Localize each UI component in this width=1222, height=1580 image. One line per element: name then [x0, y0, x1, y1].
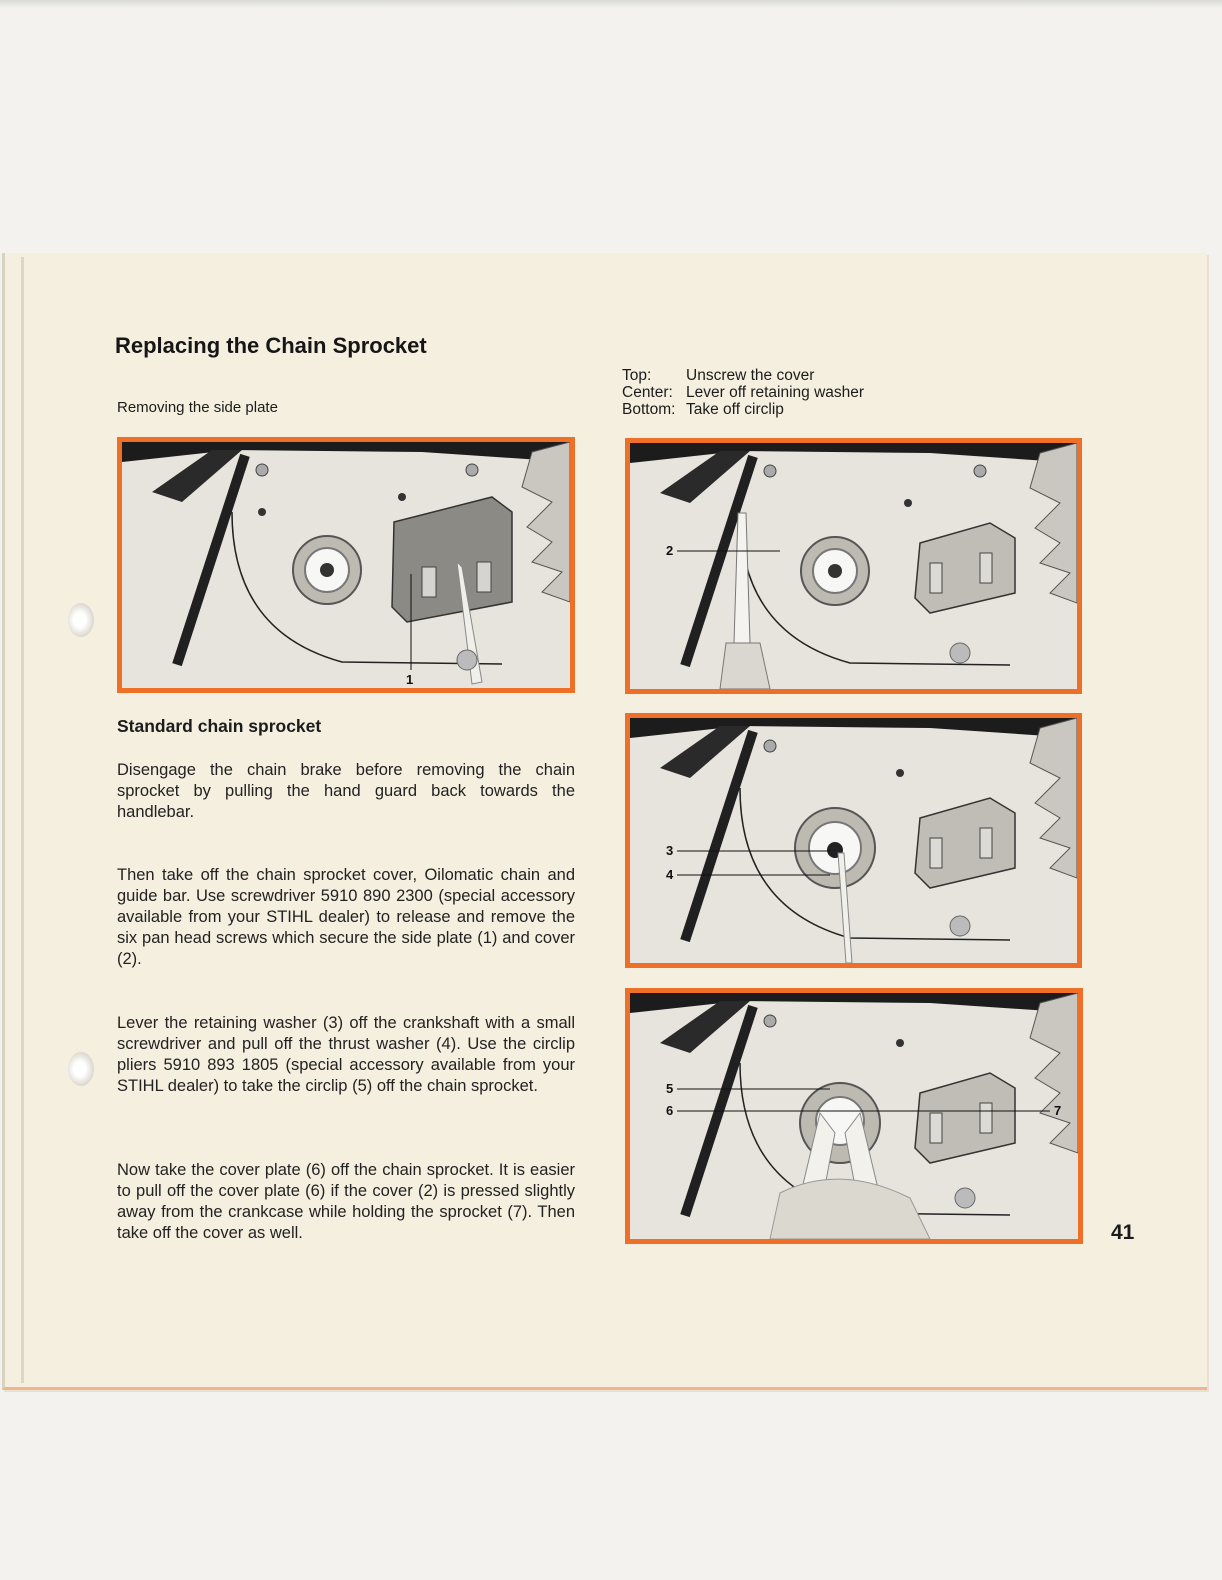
binder-hole-upper	[68, 603, 94, 637]
paragraph-cover-plate: Now take the cover plate (6) off the cha…	[117, 1161, 575, 1242]
scan-top-edge	[0, 0, 1222, 8]
photo-unscrew-cover: 2	[630, 443, 1077, 689]
caption-text: Lever off retaining washer	[686, 384, 865, 401]
caption-key: Center:	[622, 384, 673, 401]
callout-4: 4	[666, 867, 674, 882]
paragraph-chain-brake: Disengage the chain brake before removin…	[117, 761, 575, 821]
paragraph-retaining-washer: Lever the retaining washer (3) off the c…	[117, 1014, 575, 1095]
callout-1: 1	[406, 672, 413, 687]
callout-7: 7	[1054, 1103, 1061, 1118]
caption-center: Center: Lever off retaining washer	[622, 384, 864, 401]
binder-hole-lower	[68, 1052, 94, 1086]
figure-retaining-washer: 3 4	[625, 713, 1082, 968]
callout-2: 2	[666, 543, 673, 558]
caption-bottom: Bottom: Take off circlip	[622, 401, 864, 418]
page-title: Replacing the Chain Sprocket	[115, 333, 427, 358]
callout-5: 5	[666, 1081, 673, 1096]
callout-3: 3	[666, 843, 673, 858]
photo-retaining-washer: 3 4	[630, 718, 1077, 963]
photo-circlip: 5 6 7	[630, 993, 1078, 1239]
figure-captions-right: Top: Unscrew the cover Center: Lever off…	[622, 367, 864, 418]
section-heading: Standard chain sprocket	[117, 716, 322, 736]
caption-key: Top:	[622, 367, 652, 384]
page-number: 41	[1111, 1221, 1135, 1244]
figure-circlip: 5 6 7	[625, 988, 1083, 1244]
callout-6: 6	[666, 1103, 673, 1118]
figure-caption-side-plate: Removing the side plate	[117, 399, 278, 416]
caption-top: Top: Unscrew the cover	[622, 367, 864, 384]
paragraph-side-plate: Then take off the chain sprocket cover, …	[117, 866, 575, 968]
page-binding-fold	[21, 257, 24, 1383]
figure-unscrew-cover: 2	[625, 438, 1082, 694]
photo-side-plate: 1	[122, 442, 570, 688]
caption-text: Take off circlip	[686, 401, 784, 418]
figure-side-plate: 1	[117, 437, 575, 693]
caption-text: Unscrew the cover	[686, 367, 815, 384]
caption-key: Bottom:	[622, 401, 676, 418]
